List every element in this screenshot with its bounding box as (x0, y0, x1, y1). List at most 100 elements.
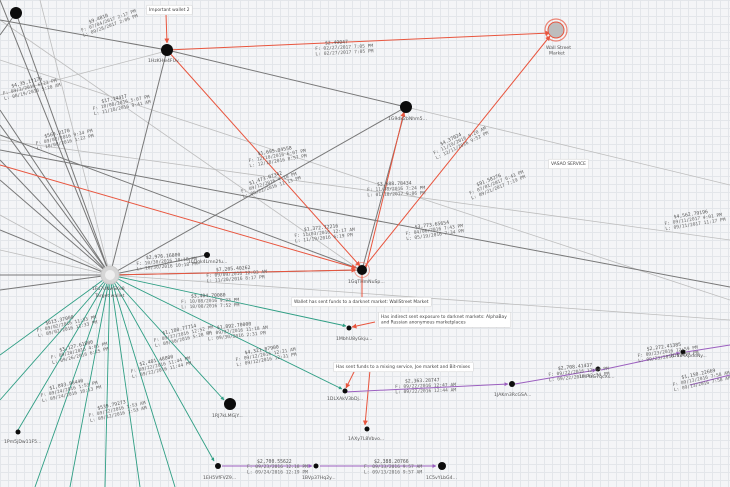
edge-label: $1,695.04558F: 12/10/2016 6:07 PML: 12/1… (247, 143, 307, 169)
node-b1[interactable] (15, 429, 21, 435)
node-cfa[interactable] (509, 381, 515, 387)
edge-label: $4.37024F: 11/19/2016 5:20 AML: 12/11/20… (430, 121, 490, 161)
edge-label: $7,205.40262F: 09/09/2016 12:03 AML: 11/… (206, 264, 268, 285)
light-edges (0, 0, 730, 321)
edge-label: $1,150.22669F: 09/13/2016 7:58 AML: 09/1… (671, 365, 730, 393)
node-b4[interactable] (438, 462, 446, 470)
edge-label: $4,562.79196F: 09/11/2017 4:01 PML: 09/1… (663, 206, 726, 232)
node-label: 1DLXAkV3bDj... (327, 396, 363, 402)
edge-label: $1,473.07342F: 09/12/2016 4:18 PML: 09/2… (239, 165, 302, 199)
edge-date: F: 11/08/2016 7:24 PM (367, 185, 425, 193)
node-label: 1Pm5jDw11F5... (4, 439, 41, 445)
edge-label: $2.49047F: 02/27/2017 7:05 PML: 02/27/20… (315, 38, 374, 57)
red-edges (0, 13, 551, 426)
node-label: 1G9dk2bNhm5... (388, 116, 427, 122)
edge-date: F: 09/22/2016 12:47 AM (395, 382, 456, 390)
edge-label: $3,404.70080F: 10/08/2016 9:23 PML: 10/0… (181, 292, 240, 310)
edge-label: $4,321.87900F: 09/12/2016 12:21 AML: 09/… (234, 341, 297, 368)
edge-date: F: 09/09/2016 12:03 AM (206, 269, 267, 279)
edge-date: F: 11/19/2016 5:20 AM (433, 126, 488, 157)
node-topleft[interactable] (10, 7, 22, 19)
node-label: 1AXy7L8Vbvo... (348, 436, 384, 442)
purple-edges (222, 344, 730, 468)
edge-label: $9.4810F: 07/04/2017 2:17 PML: 09/28/201… (79, 3, 139, 38)
annotation-box (378, 311, 512, 328)
node-b3[interactable] (313, 463, 319, 469)
edge-amount: $3,688.78434 (377, 180, 412, 187)
node-small1[interactable] (204, 252, 210, 258)
edge-amount: $4,321.87900 (244, 344, 279, 356)
node-mixer[interactable] (342, 388, 348, 394)
edge-label: $91.58276F: 07/01/2017 6:43 PML: 09/21/2… (467, 164, 527, 201)
edge-date: L: 09/24/2016 12:19 PM (247, 469, 308, 475)
annotation-box (146, 4, 193, 16)
edge-labels: $9.4810F: 07/04/2017 2:17 PML: 09/28/201… (2, 3, 730, 475)
edge-date: L: 09/22/2016 12:44 AM (395, 387, 456, 395)
edge-amount: $1,892.70000 (217, 321, 252, 331)
edge-amount: $569.2170 (44, 128, 71, 140)
edge-label: $2,976.16800F: 10/30/2016 10:18 PML: 10/… (136, 251, 198, 273)
edge-amount: $3,773.65654 (414, 220, 449, 231)
edge-label: $1,892.70000F: 09/27/2016 11:18 AML: 09/… (207, 320, 269, 343)
node-label: 1MPfzG7qcXs... (579, 374, 615, 380)
edge-date: L: 10/08/2016 7:52 PM (181, 302, 239, 310)
edge-date: L: 10/30/2016 10:18 PM (137, 261, 198, 272)
edge-amount: $2,976.16800 (146, 252, 181, 261)
edge-amount: $17.14417 (101, 94, 128, 105)
edge-label: $2,272.41385F: 09/23/2016 12:59 PML: 09/… (636, 340, 699, 365)
edge-label: $539.79273F: 09/12/2016 1:53 AML: 09/12/… (87, 395, 148, 424)
edge-amount: $2,388.20766 (374, 459, 409, 465)
annotation-box (333, 361, 474, 373)
edge-amount: $2,272.41385 (646, 342, 681, 353)
edge-amount: $7,205.40262 (216, 265, 251, 273)
edge-date: L: 09/13/2016 9:57 AM (364, 469, 422, 475)
node-mid2[interactable] (224, 398, 236, 410)
edge-date: F: 09/13/2016 9:57 AM (364, 464, 422, 470)
node-wallet2[interactable] (161, 44, 173, 56)
node-b2[interactable] (215, 463, 221, 469)
edge-label: $1,372.72216F: 11/03/2016 12:17 AML: 11/… (294, 222, 356, 245)
edge-label: $2,363.28747F: 09/22/2016 12:47 AML: 09/… (395, 377, 457, 396)
node-label: 1LQgk4Lmn2fu... (188, 259, 227, 265)
node-rt2[interactable] (595, 366, 601, 372)
node-label: 1GqTHmNuSp... (348, 279, 385, 285)
annotation-box (548, 158, 589, 170)
node-label: 1MbhU8yGkju... (336, 336, 373, 342)
node-label: Target wallet (94, 293, 125, 299)
edge-date: F: 10/08/2016 9:23 PM (181, 297, 239, 305)
edge-label: $3,688.78434F: 11/08/2016 7:24 PML: 01/1… (367, 180, 426, 198)
node-label: 1RJ7kLMGjY... (212, 413, 243, 419)
node-akx[interactable] (364, 426, 370, 432)
node-mid[interactable] (400, 101, 412, 113)
node-rt3[interactable] (680, 349, 686, 355)
edge-amount: $2,700.55622 (257, 459, 292, 465)
node-label: 1Fu7uNwSKe8 (92, 286, 125, 292)
edge-label: $1,180.77714F: 09/27/2016 12:52 PML: 09/… (152, 319, 215, 349)
node-center[interactable] (357, 265, 367, 275)
annotations: Important wallet 2 Wallet has sent funds… (146, 4, 589, 373)
annotation-exposure: Has indirect sent exposure to darknet ma… (381, 314, 508, 326)
node-label: 1BVp37Hq2y... (302, 475, 336, 481)
edge-label: $2,708.41437F: 09/22/2016 12:34 PML: 09/… (548, 361, 610, 384)
edge-amount: $2,708.41437 (558, 362, 593, 372)
annotation-important-wallet: Important wallet 2 (149, 7, 190, 13)
edge-date: F: 02/27/2017 7:05 PM (315, 43, 374, 52)
wall-street-market-node[interactable] (544, 18, 568, 42)
edge-amount: $2,363.28747 (405, 377, 440, 384)
edge-amount: $4,562.79196 (673, 209, 708, 220)
target-wallet-node[interactable] (100, 265, 120, 285)
edge-amount: $1,372.72216 (304, 223, 339, 233)
edge-label: $3,773.65654F: 04/06/2016 7:43 PML: 05/1… (404, 218, 464, 242)
annotation-service: VASAO SERVICE (551, 161, 586, 167)
annotation-market: Wallet has sent funds to a darknet marke… (294, 299, 429, 305)
edge-date: F: 10/30/2016 10:18 PM (136, 256, 197, 267)
node-ret1[interactable] (346, 325, 352, 331)
node-label: 1C5vYLbG4... (426, 475, 457, 481)
edge-date: L: 11/20/2016 8:17 PM (206, 274, 265, 284)
